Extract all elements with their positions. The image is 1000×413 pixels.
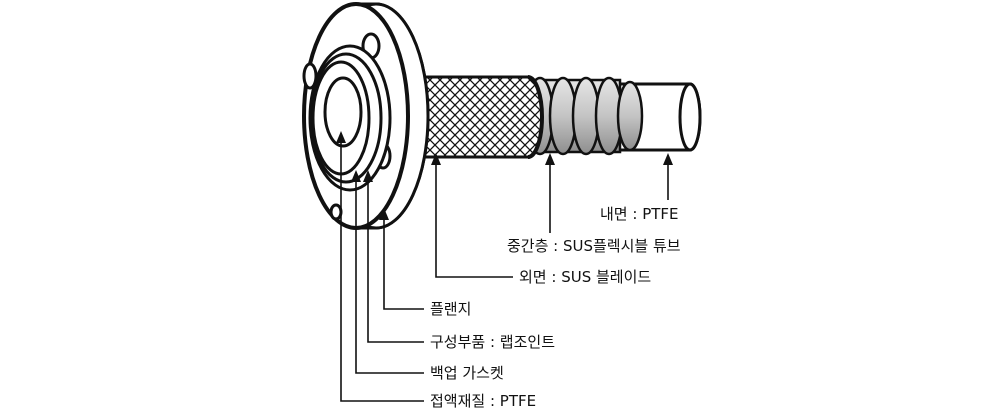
bore: [323, 76, 363, 148]
sus-braid: [418, 75, 544, 159]
leader-outer: [435, 158, 513, 278]
leader-flange: [383, 213, 424, 310]
sus-flexible-tube: [525, 76, 644, 156]
label-component: 구성부품 : 랩조인트: [430, 333, 555, 351]
leader-gasket: [355, 176, 424, 374]
label-middle-layer: 중간층 : SUS플렉시블 튜브: [507, 237, 681, 255]
label-wetted-material: 접액재질 : PTFE: [430, 392, 537, 410]
label-backup-gasket: 백업 가스켓: [430, 364, 504, 382]
leader-component: [367, 176, 424, 343]
arrowheads: [336, 131, 673, 220]
lap-joint: [308, 44, 392, 192]
leader-lines: [340, 136, 669, 402]
label-inner-layer: 내면 : PTFE: [600, 205, 679, 223]
leader-wetted: [340, 136, 424, 402]
label-flange: 플랜지: [430, 300, 472, 318]
bolt-hole: [329, 203, 343, 221]
label-outer-layer: 외면 : SUS 블레이드: [519, 268, 652, 286]
